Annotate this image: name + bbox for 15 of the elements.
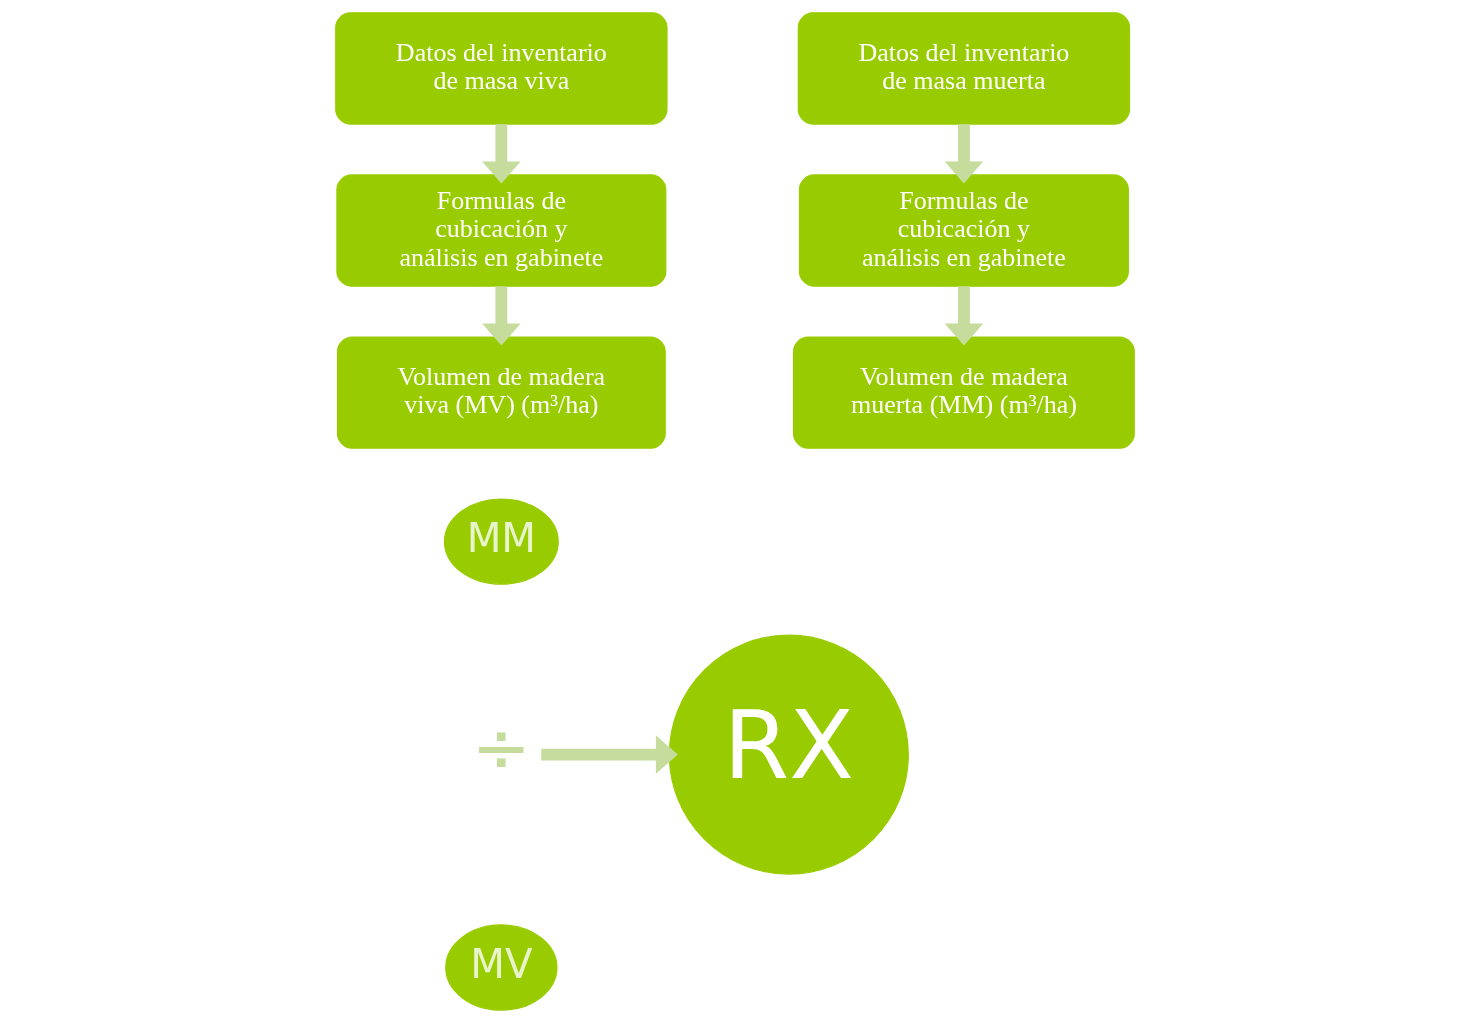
node-circle: RX	[668, 634, 909, 875]
node-box: Formulas de cubicación y análisis en gabinete	[336, 174, 667, 287]
node-ellipse: MM	[443, 498, 559, 585]
node-text: ÷	[471, 706, 532, 790]
arrow	[944, 286, 984, 346]
arrow	[482, 286, 521, 346]
node-box: Datos del inventario de masa muerta	[797, 12, 1131, 125]
arrow	[482, 124, 521, 184]
node-box: Datos del inventario de masa viva	[335, 12, 668, 125]
node-box: Volumen de madera muerta (MM) (m³/ha)	[792, 336, 1135, 449]
node-box: Volumen de madera viva (MV) (m³/ha)	[336, 336, 666, 449]
arrow	[541, 735, 678, 774]
node-ellipse: MV	[445, 924, 558, 1011]
arrow	[944, 124, 984, 184]
node-box: Formulas de cubicación y análisis en gabinete	[798, 174, 1129, 287]
